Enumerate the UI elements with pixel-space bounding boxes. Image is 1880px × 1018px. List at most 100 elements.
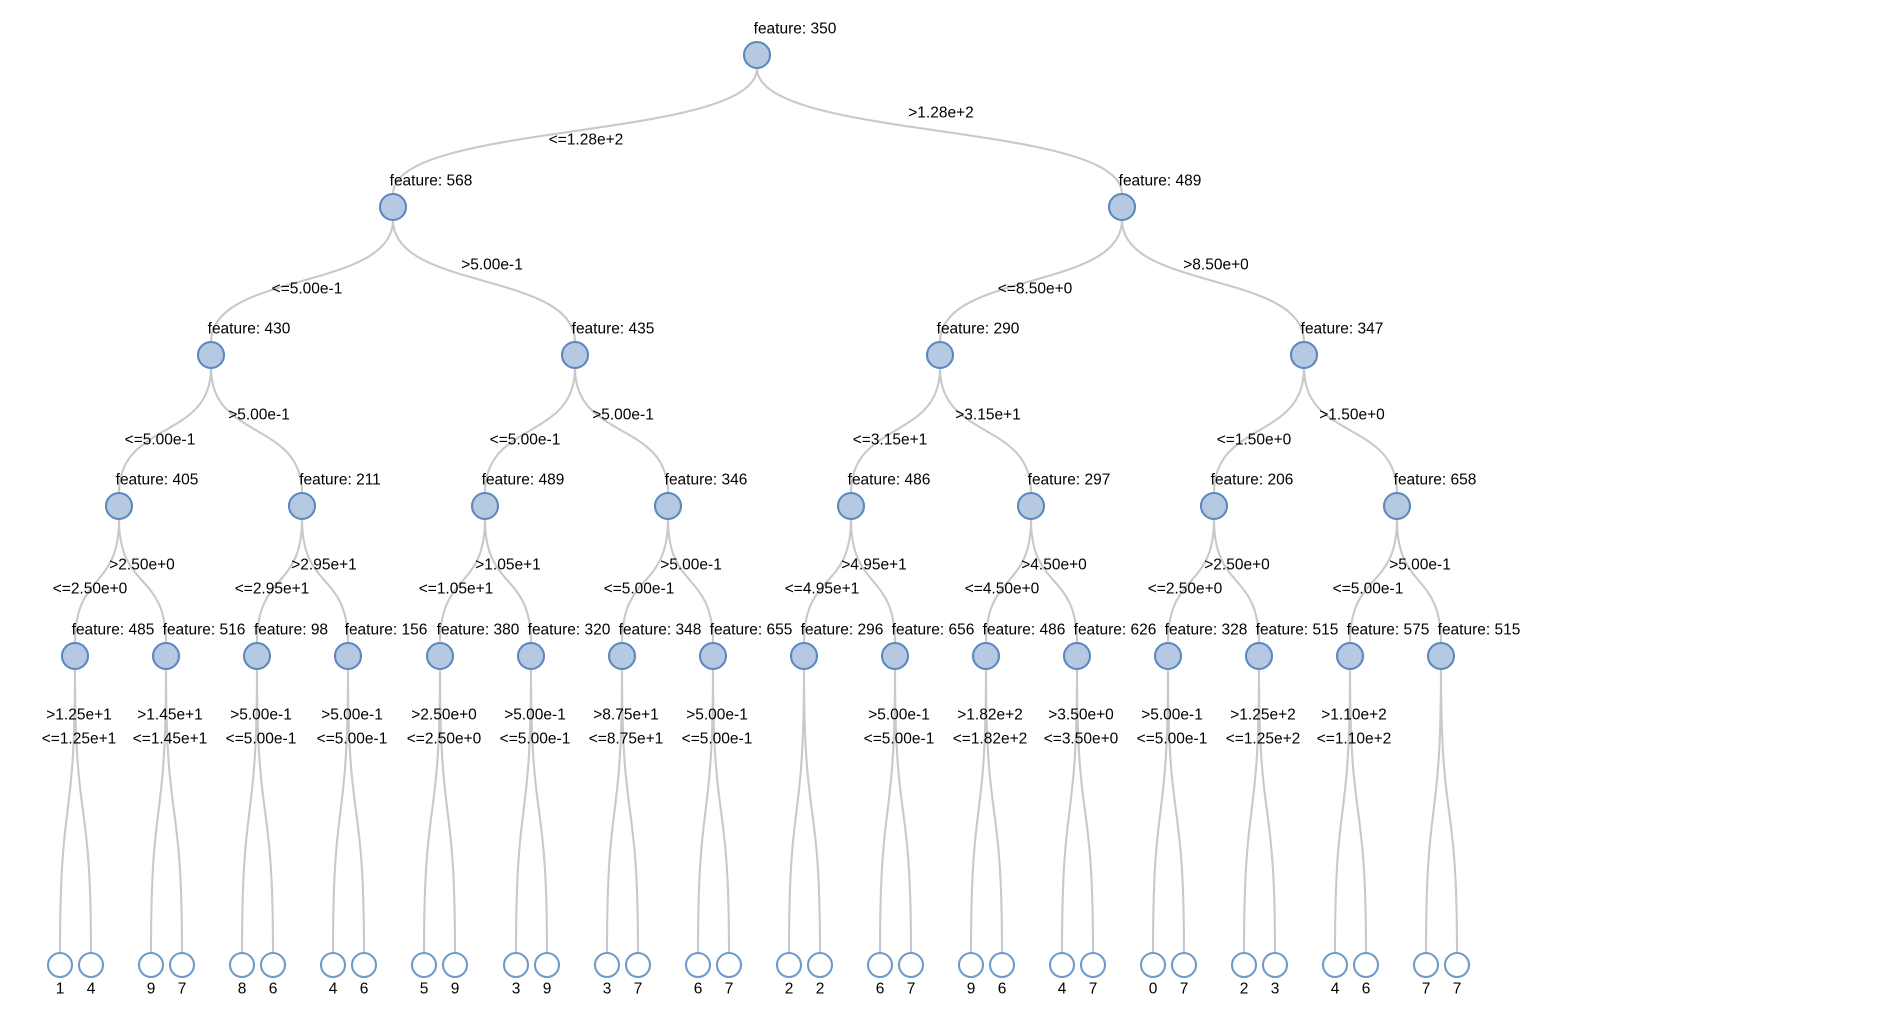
tree-node-leaf[interactable] bbox=[866, 951, 894, 979]
tree-node-leaf[interactable] bbox=[624, 951, 652, 979]
tree-node-internal[interactable] bbox=[742, 40, 772, 70]
tree-node-internal[interactable] bbox=[378, 192, 408, 222]
tree-edge bbox=[483, 366, 577, 495]
tree-node-leaf[interactable] bbox=[684, 951, 712, 979]
tree-node-leaf[interactable] bbox=[441, 951, 469, 979]
tree-edge bbox=[893, 667, 913, 955]
tree-node-leaf[interactable] bbox=[77, 951, 105, 979]
node-feature-label: feature: 347 bbox=[1300, 320, 1384, 338]
tree-node-leaf[interactable] bbox=[533, 951, 561, 979]
leaf-class-label: 8 bbox=[237, 980, 247, 998]
tree-node-internal[interactable] bbox=[1426, 641, 1456, 671]
tree-node-internal[interactable] bbox=[242, 641, 272, 671]
tree-edge bbox=[1212, 366, 1306, 495]
tree-node-internal[interactable] bbox=[1107, 192, 1137, 222]
leaf-class-label: 3 bbox=[511, 980, 521, 998]
tree-node-leaf[interactable] bbox=[319, 951, 347, 979]
tree-node-leaf[interactable] bbox=[259, 951, 287, 979]
edge-condition-label: >2.50e+0 bbox=[109, 556, 175, 574]
edge-condition-label: >2.95e+1 bbox=[291, 556, 357, 574]
node-feature-label: feature: 489 bbox=[1118, 172, 1202, 190]
tree-node-internal[interactable] bbox=[1382, 491, 1412, 521]
tree-edge bbox=[209, 218, 395, 344]
tree-node-leaf[interactable] bbox=[715, 951, 743, 979]
edge-condition-label: >4.50e+0 bbox=[1021, 556, 1087, 574]
node-feature-label: feature: 485 bbox=[71, 621, 155, 639]
tree-edge bbox=[300, 517, 350, 645]
leaf-class-label: 2 bbox=[784, 980, 794, 998]
node-feature-label: feature: 348 bbox=[618, 621, 702, 639]
tree-node-leaf[interactable] bbox=[502, 951, 530, 979]
tree-node-internal[interactable] bbox=[104, 491, 134, 521]
tree-edge bbox=[620, 517, 670, 645]
tree-edge bbox=[1075, 667, 1095, 955]
node-feature-label: feature: 489 bbox=[481, 471, 565, 489]
tree-node-internal[interactable] bbox=[196, 340, 226, 370]
edge-condition-label: <=5.00e-1 bbox=[681, 730, 753, 748]
edge-condition-label: <=5.00e-1 bbox=[489, 431, 561, 449]
tree-node-leaf[interactable] bbox=[593, 951, 621, 979]
tree-node-leaf[interactable] bbox=[137, 951, 165, 979]
node-feature-label: feature: 575 bbox=[1346, 621, 1430, 639]
tree-edge bbox=[755, 66, 1124, 196]
tree-node-leaf[interactable] bbox=[1321, 951, 1349, 979]
tree-node-internal[interactable] bbox=[425, 641, 455, 671]
tree-node-internal[interactable] bbox=[698, 641, 728, 671]
tree-node-internal[interactable] bbox=[971, 641, 1001, 671]
node-feature-label: feature: 515 bbox=[1437, 621, 1521, 639]
tree-node-internal[interactable] bbox=[1153, 641, 1183, 671]
tree-edge bbox=[1395, 517, 1443, 645]
tree-node-leaf[interactable] bbox=[1412, 951, 1440, 979]
tree-node-leaf[interactable] bbox=[168, 951, 196, 979]
tree-node-internal[interactable] bbox=[1289, 340, 1319, 370]
tree-node-leaf[interactable] bbox=[1079, 951, 1107, 979]
tree-node-leaf[interactable] bbox=[1443, 951, 1471, 979]
edge-condition-label: >3.15e+1 bbox=[955, 406, 1021, 424]
edge-condition-label: <=8.75e+1 bbox=[588, 730, 664, 748]
tree-node-leaf[interactable] bbox=[957, 951, 985, 979]
tree-node-leaf[interactable] bbox=[350, 951, 378, 979]
tree-node-internal[interactable] bbox=[1199, 491, 1229, 521]
tree-node-leaf[interactable] bbox=[988, 951, 1016, 979]
tree-node-internal[interactable] bbox=[1016, 491, 1046, 521]
tree-node-leaf[interactable] bbox=[1139, 951, 1167, 979]
tree-node-leaf[interactable] bbox=[46, 951, 74, 979]
tree-node-leaf[interactable] bbox=[1170, 951, 1198, 979]
tree-node-internal[interactable] bbox=[789, 641, 819, 671]
leaf-class-label: 0 bbox=[1148, 980, 1158, 998]
tree-node-internal[interactable] bbox=[560, 340, 590, 370]
leaf-class-label: 7 bbox=[1421, 980, 1431, 998]
tree-node-internal[interactable] bbox=[1244, 641, 1274, 671]
tree-node-internal[interactable] bbox=[836, 491, 866, 521]
leaf-class-label: 7 bbox=[1452, 980, 1462, 998]
tree-node-internal[interactable] bbox=[333, 641, 363, 671]
edge-condition-label: >5.00e-1 bbox=[228, 406, 290, 424]
tree-node-leaf[interactable] bbox=[228, 951, 256, 979]
tree-node-internal[interactable] bbox=[925, 340, 955, 370]
leaf-class-label: 4 bbox=[1057, 980, 1067, 998]
tree-node-internal[interactable] bbox=[516, 641, 546, 671]
tree-node-leaf[interactable] bbox=[1230, 951, 1258, 979]
tree-node-leaf[interactable] bbox=[1261, 951, 1289, 979]
tree-node-internal[interactable] bbox=[1062, 641, 1092, 671]
tree-node-internal[interactable] bbox=[607, 641, 637, 671]
tree-edge bbox=[1212, 517, 1261, 645]
tree-node-internal[interactable] bbox=[653, 491, 683, 521]
edge-condition-label: <=1.50e+0 bbox=[1216, 431, 1292, 449]
tree-node-leaf[interactable] bbox=[806, 951, 834, 979]
edge-condition-label: >5.00e-1 bbox=[660, 556, 722, 574]
tree-node-leaf[interactable] bbox=[1352, 951, 1380, 979]
tree-node-leaf[interactable] bbox=[1048, 951, 1076, 979]
edge-condition-label: >5.00e-1 bbox=[1141, 706, 1203, 724]
tree-node-internal[interactable] bbox=[880, 641, 910, 671]
tree-edge bbox=[483, 517, 533, 645]
tree-node-leaf[interactable] bbox=[410, 951, 438, 979]
tree-node-leaf[interactable] bbox=[897, 951, 925, 979]
tree-node-internal[interactable] bbox=[287, 491, 317, 521]
tree-node-leaf[interactable] bbox=[775, 951, 803, 979]
tree-node-internal[interactable] bbox=[1335, 641, 1365, 671]
tree-node-internal[interactable] bbox=[60, 641, 90, 671]
tree-edge bbox=[802, 517, 853, 645]
tree-node-internal[interactable] bbox=[151, 641, 181, 671]
tree-node-internal[interactable] bbox=[470, 491, 500, 521]
